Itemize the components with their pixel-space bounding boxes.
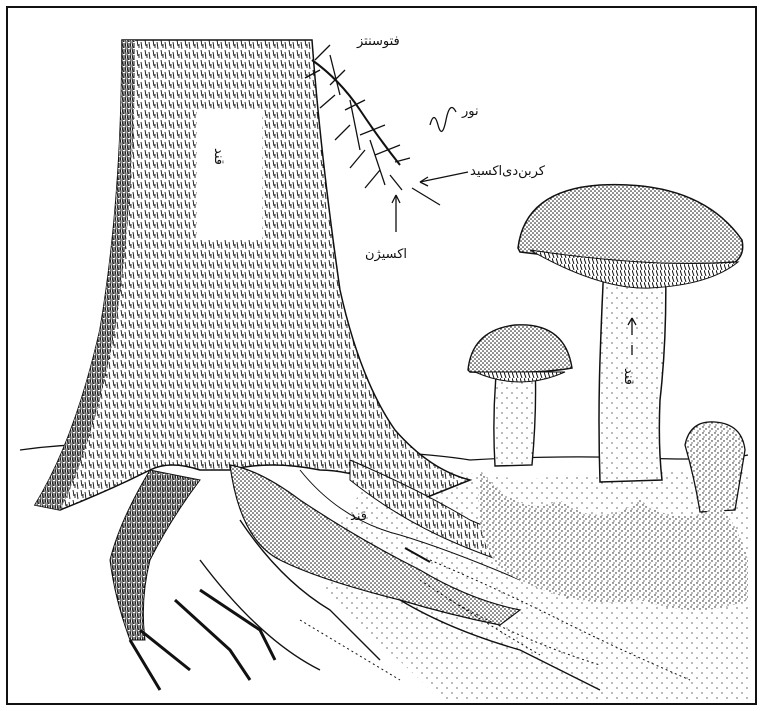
- branch: [312, 60, 400, 165]
- label-sugar-mushroom: قند: [622, 368, 635, 385]
- label-carbon-dioxide: کربن‌دی‌اکسید: [470, 165, 545, 178]
- label-photosynthesis: فتوسنتز: [357, 35, 400, 48]
- label-sugar-root: قند: [350, 510, 367, 523]
- light-wave: [430, 108, 456, 132]
- root-left: [110, 470, 200, 640]
- label-oxygen: اکسیژن: [365, 248, 407, 261]
- label-light: نور: [462, 105, 479, 118]
- label-sugar-trunk: قند: [212, 146, 225, 167]
- small-mushroom-cap: [468, 325, 572, 373]
- small-mushroom-gills: [475, 372, 565, 382]
- root-left-fingers: [130, 590, 275, 690]
- co2-arrow-2: [412, 188, 440, 205]
- trunk-window: [197, 110, 262, 240]
- large-mushroom-cap: [518, 185, 743, 264]
